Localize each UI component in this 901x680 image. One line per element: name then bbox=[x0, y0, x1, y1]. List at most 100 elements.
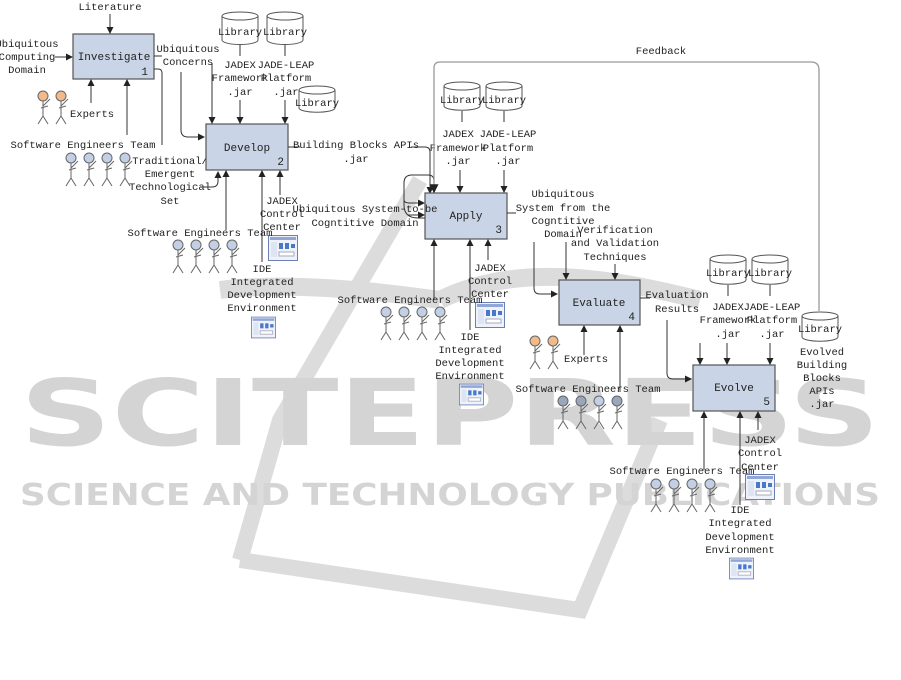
svg-text:Verification: Verification bbox=[577, 225, 653, 237]
label-jadex-control-center-apply: JADEX Control Center bbox=[468, 263, 512, 301]
svg-text:Library: Library bbox=[748, 268, 792, 280]
svg-text:Control: Control bbox=[738, 448, 782, 460]
svg-text:Building: Building bbox=[797, 360, 847, 372]
svg-text:Center: Center bbox=[741, 462, 779, 474]
label-literature: Literature bbox=[78, 2, 141, 14]
library-jadeleap-apply: Library bbox=[482, 81, 526, 111]
process-develop[interactable]: Develop 2 bbox=[205, 123, 289, 171]
library-evolved: Library bbox=[798, 311, 842, 342]
svg-text:JADE-LEAP: JADE-LEAP bbox=[258, 60, 315, 72]
svg-text:IDE: IDE bbox=[253, 264, 272, 276]
svg-text:and Validation: and Validation bbox=[571, 238, 659, 250]
svg-text:IDE: IDE bbox=[731, 505, 750, 517]
svg-text:.jar: .jar bbox=[227, 87, 252, 99]
svg-text:Control: Control bbox=[468, 276, 512, 288]
svg-text:Evolved: Evolved bbox=[800, 347, 844, 359]
svg-text:Traditional/: Traditional/ bbox=[132, 156, 208, 168]
process-label: Apply bbox=[449, 211, 482, 223]
svg-text:Concerns: Concerns bbox=[163, 57, 213, 69]
svg-text:Techniques: Techniques bbox=[583, 252, 646, 264]
svg-text:JADEX: JADEX bbox=[266, 196, 298, 208]
svg-text:Set: Set bbox=[161, 196, 180, 208]
label-jadex-framework-dev: JADEX Framework .jar bbox=[212, 60, 269, 99]
svg-text:Development: Development bbox=[435, 358, 504, 370]
label-ide-evolve: IDE Integrated Development Environment bbox=[705, 505, 774, 557]
svg-text:Computing: Computing bbox=[0, 52, 55, 64]
svg-text:Ubiquitous: Ubiquitous bbox=[531, 189, 594, 201]
svg-text:Ubiquitous: Ubiquitous bbox=[156, 44, 219, 56]
svg-text:Development: Development bbox=[705, 532, 774, 544]
svg-text:.jar: .jar bbox=[273, 87, 298, 99]
svg-text:Ubiquitous: Ubiquitous bbox=[0, 39, 59, 51]
svg-text:Center: Center bbox=[263, 222, 301, 234]
library-jadeleap-develop: Library bbox=[263, 11, 307, 45]
svg-text:Ubiquitous System-to-be: Ubiquitous System-to-be bbox=[293, 204, 438, 216]
label-evaluation-results: Evaluation Results bbox=[645, 290, 708, 316]
engineers-figures-apply bbox=[380, 306, 448, 341]
svg-text:Framework: Framework bbox=[430, 143, 487, 155]
ide-screenshot bbox=[251, 316, 276, 339]
svg-text:Integrated: Integrated bbox=[230, 277, 293, 289]
label-building-blocks: Building Blocks APIs .jar bbox=[293, 140, 419, 166]
svg-text:System from the: System from the bbox=[516, 203, 611, 215]
process-number: 5 bbox=[763, 397, 770, 409]
engineers-figures bbox=[65, 152, 133, 187]
svg-text:Control: Control bbox=[260, 209, 304, 221]
svg-text:JADEX: JADEX bbox=[744, 435, 776, 447]
svg-text:JADEX: JADEX bbox=[442, 129, 474, 141]
process-evaluate[interactable]: Evaluate 4 bbox=[558, 279, 641, 326]
label-jadeleap-apply: JADE-LEAP Platform .jar bbox=[480, 129, 537, 168]
process-number: 2 bbox=[277, 157, 284, 169]
label-verification-validation: Verification and Validation Techniques bbox=[571, 225, 659, 264]
label-jadeleap-evolve: JADE-LEAP Platform .jar bbox=[744, 302, 801, 341]
jadex-control-center-screenshot bbox=[268, 235, 298, 261]
svg-text:Integrated: Integrated bbox=[438, 345, 501, 357]
process-label: Investigate bbox=[78, 52, 151, 64]
svg-text:.jar: .jar bbox=[809, 399, 834, 411]
svg-text:Center: Center bbox=[471, 289, 509, 301]
process-label: Evolve bbox=[714, 383, 754, 395]
library-jadex-apply: Library bbox=[440, 81, 484, 111]
svg-text:Library: Library bbox=[706, 268, 750, 280]
library-jadex-evolve: Library bbox=[706, 254, 750, 285]
process-evolve[interactable]: Evolve 5 bbox=[692, 364, 776, 412]
ide-screenshot bbox=[729, 557, 754, 580]
svg-text:JADEX: JADEX bbox=[224, 60, 256, 72]
svg-text:Library: Library bbox=[440, 95, 484, 107]
svg-text:JADE-LEAP: JADE-LEAP bbox=[744, 302, 801, 314]
library-jadex-develop: Library bbox=[218, 11, 262, 45]
label-engineers-evolve: Software Engineers Team bbox=[610, 466, 755, 478]
process-label: Evaluate bbox=[573, 298, 626, 310]
svg-text:.jar: .jar bbox=[715, 329, 740, 341]
svg-text:Environment: Environment bbox=[705, 545, 774, 557]
svg-text:Cogntitive: Cogntitive bbox=[531, 216, 594, 228]
svg-text:Building Blocks APIs: Building Blocks APIs bbox=[293, 140, 419, 152]
svg-text:Environment: Environment bbox=[435, 371, 504, 383]
label-feedback: Feedback bbox=[636, 46, 686, 58]
label-engineers-apply: Software Engineers Team bbox=[338, 295, 483, 307]
label-ubiquitous-concerns: Ubiquitous Concerns bbox=[156, 44, 219, 69]
svg-text:Evaluation: Evaluation bbox=[645, 290, 708, 302]
process-label: Develop bbox=[224, 143, 270, 155]
svg-text:Domain: Domain bbox=[544, 229, 582, 241]
svg-text:Library: Library bbox=[482, 95, 526, 107]
svg-text:Framework: Framework bbox=[700, 315, 757, 327]
label-engineers-dev: Software Engineers Team bbox=[128, 228, 273, 240]
process-apply[interactable]: Apply 3 bbox=[424, 192, 508, 240]
process-investigate[interactable]: Investigate 1 bbox=[72, 33, 155, 80]
svg-text:JADEX: JADEX bbox=[712, 302, 744, 314]
experts-figures-eval bbox=[529, 335, 561, 370]
svg-text:.jar: .jar bbox=[495, 156, 520, 168]
svg-text:Blocks: Blocks bbox=[803, 373, 841, 385]
label-traditional-emergent-set: Traditional/ Emergent Technological Set bbox=[129, 156, 211, 208]
svg-text:Library: Library bbox=[798, 324, 842, 336]
label-ubiquitous-system-to-be: Ubiquitous System-to-be Cogntitive Domai… bbox=[293, 204, 438, 230]
svg-text:Environment: Environment bbox=[227, 303, 296, 315]
engineers-figures-evolve bbox=[650, 478, 718, 513]
label-ubiquitous-computing-domain: Ubiquitous Computing Domain bbox=[0, 39, 59, 77]
process-number: 3 bbox=[495, 225, 502, 237]
svg-text:APIs: APIs bbox=[809, 386, 834, 398]
label-engineers: Software Engineers Team bbox=[11, 140, 156, 152]
svg-text:.jar: .jar bbox=[759, 329, 784, 341]
